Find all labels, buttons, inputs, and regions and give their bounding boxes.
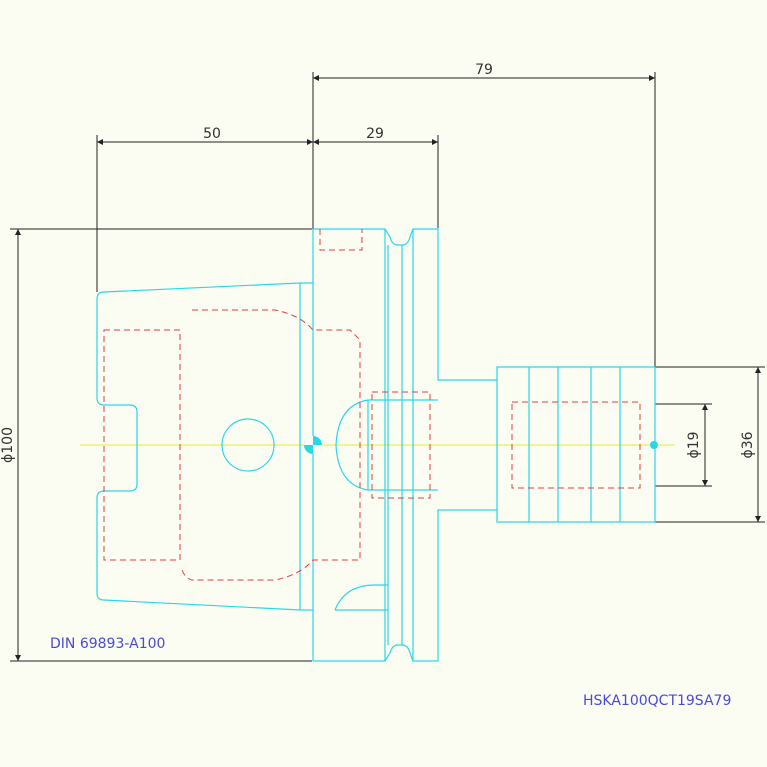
center-marker-tip [650,441,658,449]
part-number-label: HSKA100QCT19SA79 [583,693,731,709]
dimension-79: 79 [475,62,493,78]
center-marker-flange-quadrant [304,436,322,454]
part-outline [96,228,656,662]
dimension-diameter-36: ϕ36 [740,431,756,458]
standard-label: DIN 69893-A100 [50,636,165,652]
dimension-diameter-19: ϕ19 [686,431,702,458]
hidden-lines [103,229,641,581]
dimension-29: 29 [366,126,384,142]
dimension-diameter-100: ϕ100 [0,427,16,463]
dimension-lines [10,72,765,662]
dimension-50: 50 [203,126,221,142]
